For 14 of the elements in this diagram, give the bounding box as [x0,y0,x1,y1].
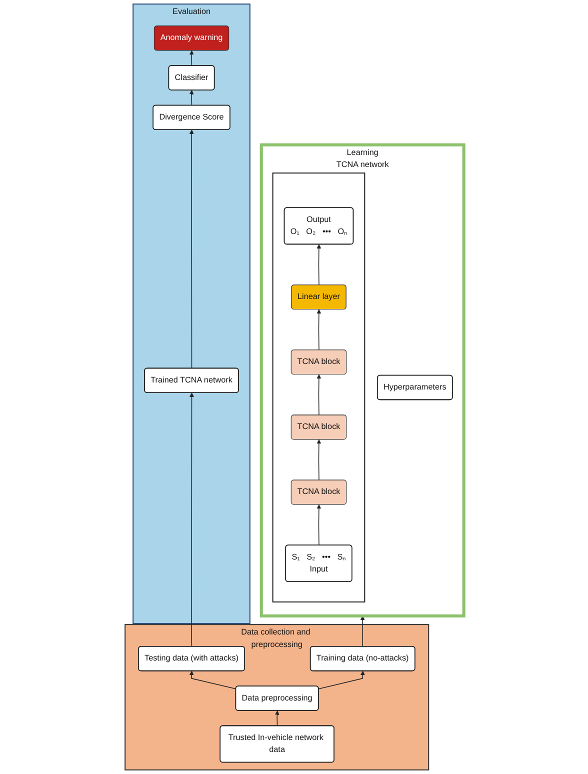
arrow [188,670,236,690]
arrow [188,130,194,369]
arrow [189,392,194,648]
arrow [316,439,321,481]
arrow [316,504,321,546]
arrow [316,309,321,351]
cluster [272,172,365,602]
arrow [188,90,194,106]
arrow [316,374,321,416]
arrow [316,244,321,286]
arrow [318,670,364,690]
arrow [188,50,194,66]
arrow [274,710,279,726]
arrow [360,616,364,647]
